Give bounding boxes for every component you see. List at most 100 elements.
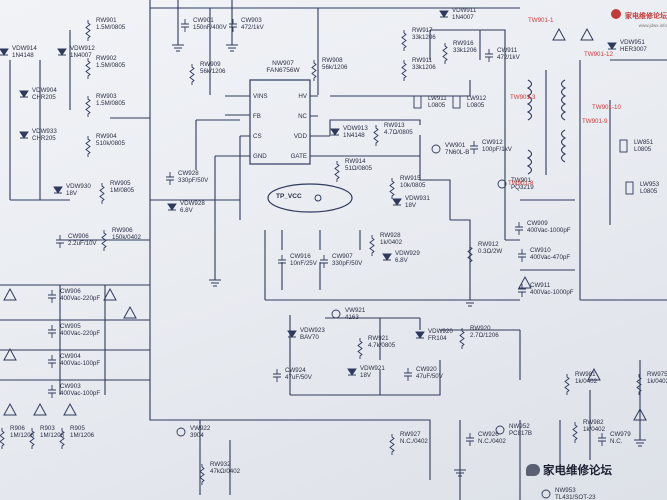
ic-body bbox=[249, 79, 311, 165]
component-ref: CW920 bbox=[416, 366, 437, 373]
component-ref: VDW911 bbox=[452, 7, 477, 14]
component-value: 2.2uF/10V bbox=[68, 240, 97, 247]
component-value: 1M/1206 bbox=[70, 432, 95, 439]
component-ref: RW920 bbox=[470, 325, 491, 332]
component-ref: RW905 bbox=[110, 180, 131, 187]
component-symbol bbox=[495, 425, 505, 435]
component-value: TL431/SOT-23 bbox=[555, 494, 596, 500]
ic-pin-right: HV bbox=[298, 93, 307, 100]
component-ref: CW905 bbox=[60, 323, 81, 330]
component-ref: RW913 bbox=[384, 122, 405, 129]
component-symbol bbox=[189, 64, 195, 85]
forum-logo-icon bbox=[610, 8, 621, 19]
component-value: 400Vac-1000pF bbox=[527, 227, 571, 234]
net-label: TW901-10 bbox=[592, 104, 621, 111]
component-ref: VDW914 bbox=[12, 45, 37, 52]
component-symbol bbox=[48, 325, 56, 338]
component-ref: CW903 bbox=[60, 383, 81, 390]
component-value: 330pF/50V bbox=[332, 260, 363, 267]
ic-pin-left: CS bbox=[253, 133, 262, 140]
component-value: 330pF/50V bbox=[178, 177, 209, 184]
component-symbol bbox=[59, 428, 65, 449]
net-label: TW901-3 bbox=[510, 94, 536, 101]
component-ref: RW915 bbox=[400, 175, 421, 182]
component-value: 1k/0402 bbox=[647, 378, 667, 385]
component-symbol bbox=[389, 178, 395, 199]
component-symbol bbox=[287, 330, 297, 338]
ic-ref: NW907 bbox=[272, 60, 294, 67]
component-value: 51Ω/0805 bbox=[345, 165, 373, 172]
component-symbol bbox=[48, 290, 56, 303]
component-ref: CW926 bbox=[478, 431, 499, 438]
component-symbol bbox=[619, 139, 628, 153]
component-value: 400Vac-220pF bbox=[60, 330, 100, 337]
component-value: 33k1206 bbox=[412, 64, 436, 71]
component-value: N.C. bbox=[610, 438, 623, 445]
component-value: 1N4007 bbox=[452, 14, 474, 21]
component-ref: VDW904 bbox=[32, 87, 57, 94]
component-value: 472/1kV bbox=[497, 54, 521, 61]
component-ref: VDW923 bbox=[300, 327, 325, 334]
component-value: N.C./0402 bbox=[400, 438, 428, 445]
transformer-coils bbox=[526, 70, 567, 175]
component-ref: RW902 bbox=[96, 55, 117, 62]
component-value: FR104 bbox=[428, 335, 447, 342]
component-ref: RW921 bbox=[368, 335, 389, 342]
component-value: 2.7Ω/1206 bbox=[470, 332, 499, 339]
component-symbol bbox=[497, 179, 507, 189]
watermark-bottom: 家电维修论坛 bbox=[526, 462, 612, 478]
component-symbol bbox=[85, 136, 91, 157]
watermark-top-text: 家电维修论坛 bbox=[625, 12, 667, 20]
component-value: 10k/0805 bbox=[400, 182, 426, 189]
hazard-markers bbox=[3, 27, 647, 421]
ic-part: FAN6756W bbox=[266, 67, 300, 74]
component-value: 1M/1206 bbox=[10, 432, 35, 439]
component-value: 1.5M/0805 bbox=[96, 24, 126, 31]
component-ref: VDW928 bbox=[180, 200, 205, 207]
component-value: 33k1206 bbox=[412, 34, 436, 41]
component-ref: CW916 bbox=[290, 253, 311, 260]
component-ref: VDW930 bbox=[66, 183, 91, 190]
ic-pin-right: GATE bbox=[291, 153, 307, 160]
component-ref: VDW920 bbox=[428, 328, 453, 335]
component-symbol bbox=[518, 249, 526, 262]
component-symbol bbox=[57, 48, 67, 56]
component-symbol bbox=[401, 30, 407, 51]
component-value: 1N4007 bbox=[70, 52, 92, 59]
component-value: 400Vac-470pF bbox=[530, 254, 570, 261]
component-ref: RW928 bbox=[380, 232, 401, 239]
component-value: 400Vac-220pF bbox=[60, 295, 100, 302]
component-symbol bbox=[199, 464, 205, 485]
component-symbol bbox=[598, 433, 606, 446]
component-symbol bbox=[541, 489, 551, 499]
